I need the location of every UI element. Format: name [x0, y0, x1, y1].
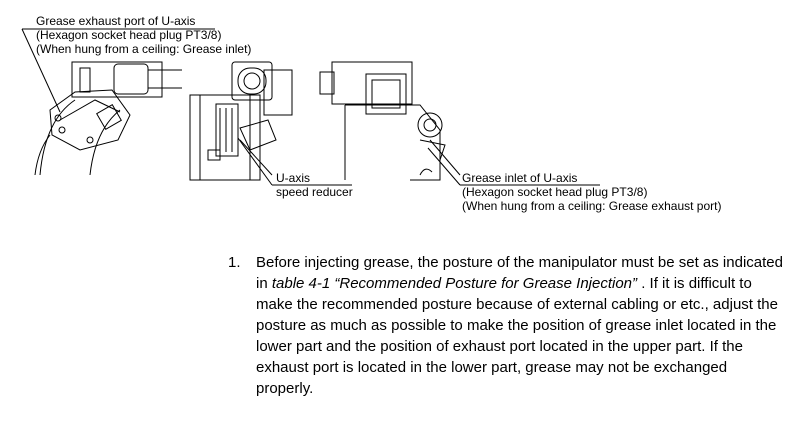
step-text-before: Before injecting grease, the posture of …	[256, 254, 783, 292]
step-text-after: . If it is difficult to make the recomme…	[256, 275, 778, 397]
step-number: 1.	[228, 254, 241, 271]
callout-inlet-title: Grease inlet of U-axis	[462, 171, 578, 185]
table-reference: table 4-1	[271, 275, 331, 292]
leader-inlet	[427, 147, 461, 186]
table-title-reference: “Recommended Posture for Grease Injectio…	[330, 275, 638, 292]
callout-exhaust-ceiling: (When hung from a ceiling: Grease inlet)	[36, 42, 252, 56]
leader-reducer	[237, 137, 273, 186]
callout-reducer-title: U-axis	[276, 171, 311, 185]
callout-inlet-ceiling: (When hung from a ceiling: Grease exhaus…	[462, 199, 722, 213]
leader-exhaust	[21, 28, 61, 113]
callout-inlet-plug: (Hexagon socket head plug PT3/8)	[462, 185, 648, 199]
step-text: Before injecting grease, the posture of …	[256, 252, 786, 399]
callout-exhaust-title: Grease exhaust port of U-axis	[36, 14, 196, 28]
callout-reducer-sub: speed reducer	[276, 185, 353, 199]
right-view-drawing	[319, 61, 461, 181]
center-view-drawing	[189, 61, 293, 181]
manipulator-drawing	[21, 28, 600, 186]
callout-inlet-u-axis: Grease inlet of U-axis (Hexagon socket h…	[462, 171, 721, 213]
callout-exhaust-u-axis: Grease exhaust port of U-axis (Hexagon s…	[36, 14, 251, 56]
callout-exhaust-plug: (Hexagon socket head plug PT3/8)	[36, 28, 222, 42]
callout-speed-reducer: U-axis speed reducer	[276, 171, 353, 199]
left-view-drawing	[34, 61, 182, 176]
